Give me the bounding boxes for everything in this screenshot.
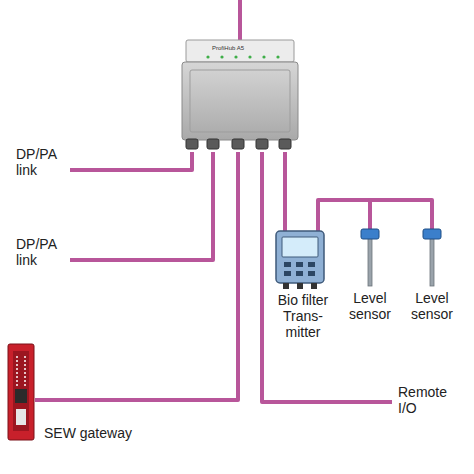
fieldbus-cable	[318, 200, 370, 231]
fieldbus-cable	[70, 152, 213, 260]
level-sensor-device	[340, 226, 400, 288]
gateway-device: SEW gateway	[6, 343, 132, 441]
node-label: SEW gateway	[44, 425, 132, 441]
node-label: Level sensor	[406, 290, 458, 322]
fieldbus-cable	[35, 152, 238, 400]
sew-gateway-device	[6, 343, 36, 441]
endpoint-label: DP/PA link	[16, 146, 64, 178]
node-label: Level sensor	[344, 290, 396, 322]
fieldbus-cable	[262, 152, 392, 402]
node-label: ProfiHub A5	[212, 45, 244, 52]
transmitter-device	[268, 228, 334, 290]
fieldbus-cable	[370, 200, 432, 229]
sensor-device: Level sensor	[402, 226, 462, 322]
sensor-device: Level sensor	[340, 226, 400, 322]
profihub-device	[178, 38, 302, 152]
node-label: Remote I/O	[398, 384, 462, 416]
endpoint-label: DP/PA link	[16, 236, 64, 268]
level-sensor-device	[402, 226, 462, 288]
fieldbus-cable	[70, 152, 192, 170]
fieldbus-cable	[283, 152, 287, 231]
profihub-device: ProfiHub A5	[178, 38, 302, 152]
endpoint-label: Remote I/O	[398, 384, 462, 416]
bus-cable	[238, 0, 242, 42]
node-label: DP/PA link	[16, 236, 64, 268]
node-label: DP/PA link	[16, 146, 64, 178]
node-label: Bio filter Trans- mitter	[271, 292, 335, 340]
transmitter-device: Bio filter Trans- mitter	[268, 228, 338, 340]
